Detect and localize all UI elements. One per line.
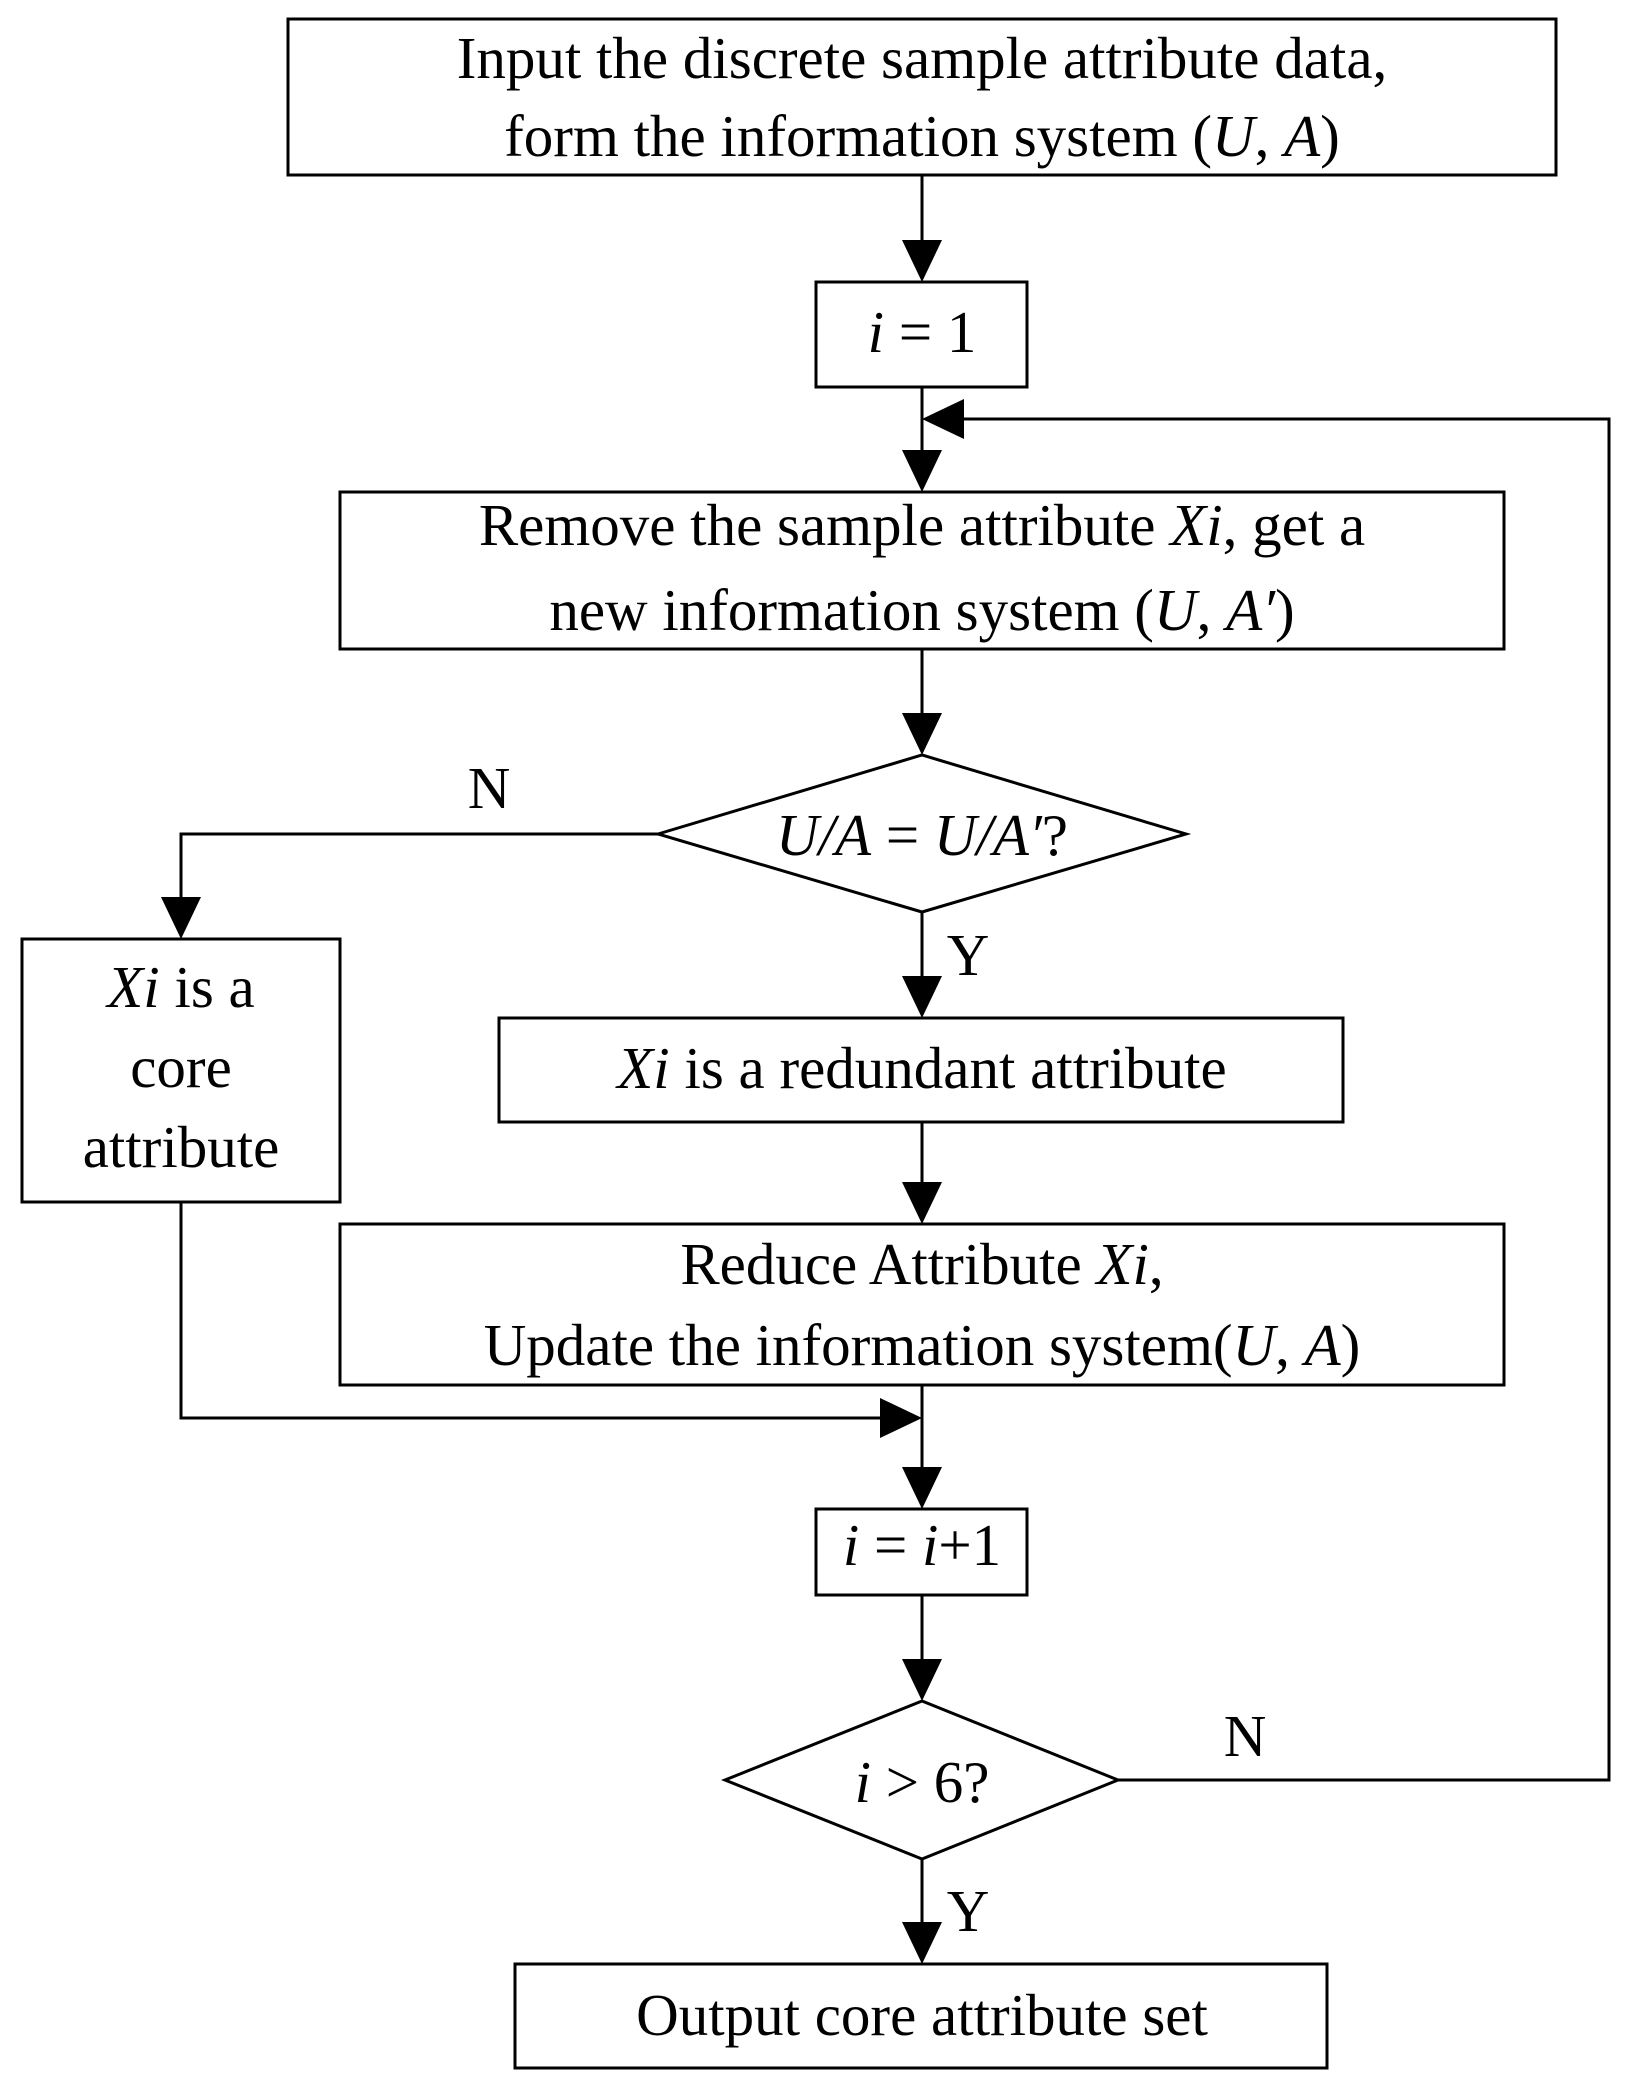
edge-check-loop-back — [962, 417, 1611, 1782]
node-core-box — [20, 937, 342, 1204]
node-increment-box — [814, 1507, 1029, 1597]
edge-core-to-merge — [179, 1202, 882, 1420]
node-redundant-label: Xi is a redundant attribute — [615, 1035, 1226, 1101]
arrowhead-compare — [902, 713, 942, 755]
connectors — [179, 175, 1611, 1925]
node-compare-label: U/A = U/A′? — [776, 802, 1068, 868]
label-compare-no: N — [468, 755, 511, 821]
node-compare: U/A = U/A′? — [652, 753, 1192, 914]
arrowheads — [161, 240, 964, 1964]
label-check-no: N — [1224, 1703, 1267, 1769]
arrowhead-check — [902, 1659, 942, 1701]
arrowhead-merge — [880, 1398, 922, 1438]
node-core: Xi is a core attribute — [20, 937, 342, 1204]
arrowhead-remove — [902, 450, 942, 492]
node-core-line1: Xi is a — [105, 954, 254, 1020]
node-check-label: i > 6? — [855, 1749, 990, 1815]
node-increment-label: i = i+1 — [843, 1512, 1001, 1578]
label-compare-yes: Y — [947, 922, 990, 988]
node-output-label: Output core attribute set — [636, 1982, 1208, 2048]
node-remove-box — [338, 490, 1506, 651]
arrowhead-init — [902, 240, 942, 282]
node-redundant: Xi is a redundant attribute — [497, 1016, 1345, 1124]
node-check: i > 6? — [720, 1699, 1123, 1861]
node-compare-diamond — [652, 753, 1192, 914]
arrowhead-loop-back — [922, 399, 964, 439]
arrowhead-output — [902, 1922, 942, 1964]
node-input-box — [286, 17, 1558, 177]
node-reduce: Reduce Attribute Xi, Update the informat… — [338, 1222, 1506, 1387]
node-core-line2: core — [130, 1034, 232, 1100]
node-check-diamond — [720, 1699, 1123, 1861]
node-core-line3: attribute — [83, 1114, 280, 1180]
node-input-line2: form the information system (U, A) — [504, 103, 1340, 169]
arrowhead-core — [161, 897, 201, 939]
node-init-box — [814, 280, 1029, 389]
node-reduce-box — [338, 1222, 1506, 1387]
node-reduce-line2: Update the information system(U, A) — [484, 1312, 1361, 1378]
node-init: i = 1 — [814, 280, 1029, 389]
node-input: Input the discrete sample attribute data… — [286, 17, 1558, 177]
node-increment: i = i+1 — [814, 1507, 1029, 1597]
node-output: Output core attribute set — [513, 1962, 1329, 2070]
arrowhead-increment — [902, 1467, 942, 1509]
node-reduce-line1: Reduce Attribute Xi, — [680, 1231, 1163, 1297]
label-check-yes: Y — [947, 1878, 990, 1944]
arrowhead-redundant — [902, 976, 942, 1018]
node-input-line1: Input the discrete sample attribute data… — [457, 25, 1388, 91]
edge-compare-to-core — [179, 832, 658, 898]
node-remove: Remove the sample attribute Xi, get a ne… — [338, 490, 1506, 651]
node-redundant-box — [497, 1016, 1345, 1124]
node-init-label: i = 1 — [868, 299, 977, 365]
node-remove-line2: new information system (U, A′) — [549, 577, 1294, 643]
node-remove-line1: Remove the sample attribute Xi, get a — [479, 492, 1365, 558]
node-output-box — [513, 1962, 1329, 2070]
edge-labels: N Y N Y — [468, 755, 1267, 1944]
arrowhead-reduce — [902, 1182, 942, 1224]
